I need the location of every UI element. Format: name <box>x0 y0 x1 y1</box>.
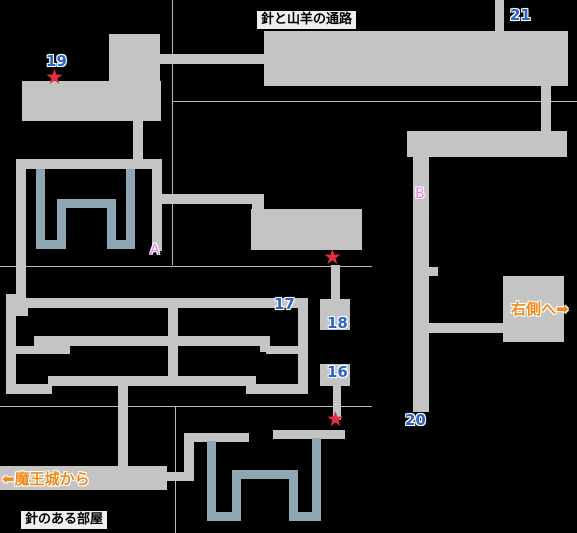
corridor-east-room-step <box>252 194 264 212</box>
room-point-16 <box>320 364 350 386</box>
room-goat-passage <box>264 31 568 86</box>
point-label-21: 21 <box>510 6 531 24</box>
water-channel <box>289 512 321 521</box>
corridor-right-nub <box>428 267 438 276</box>
divider-line <box>0 406 372 407</box>
corridor-right-vertical <box>413 156 429 412</box>
exit-right-label: 右側へ <box>511 300 557 318</box>
corridor-maze-exit-south <box>118 384 128 470</box>
corridor-maze-row3 <box>12 346 70 354</box>
arrow-right-icon: ➡ <box>556 300 569 318</box>
corridor-bottom-link <box>167 472 194 481</box>
divider-line <box>175 406 176 533</box>
water-channel <box>207 512 241 521</box>
water-channel <box>232 470 241 521</box>
corridor-left-loop-east <box>152 159 162 251</box>
marker-a: A <box>150 242 160 258</box>
corridor-maze-nub <box>6 308 28 316</box>
water-channel <box>36 240 66 249</box>
water-channel <box>36 169 45 249</box>
corridor-left-loop-top <box>16 159 162 169</box>
corridor-to-east-room <box>152 194 264 204</box>
exit-right: 右側へ➡ <box>511 300 569 318</box>
corridor-bottom-west <box>184 433 194 481</box>
corridor-down-from-19 <box>133 120 143 162</box>
room-upper-left-tower <box>109 34 160 86</box>
divider-line <box>172 0 173 265</box>
exit-left-label: 魔王城から <box>14 470 90 488</box>
corridor-maze-row2-stub <box>266 346 298 354</box>
corridor-maze-east <box>298 298 308 394</box>
corridor-maze-bottom-east <box>246 384 308 394</box>
corridor-to-right-exit <box>428 323 506 333</box>
corridor-from-16 <box>333 384 341 420</box>
water-channel <box>107 240 135 249</box>
point-label-17: 17 <box>274 295 295 313</box>
corridor-top-right-exit <box>495 0 504 32</box>
point-label-19: 19 <box>46 52 67 70</box>
corridor-left-loop-west <box>16 159 26 299</box>
corridor-maze-row2 <box>34 336 270 346</box>
room-east-block <box>251 209 362 250</box>
point-label-16: 16 <box>327 363 348 381</box>
room-right-exit <box>503 276 564 342</box>
corridor-down-from-goat <box>541 85 551 132</box>
arrow-left-icon: ⬅ <box>2 470 15 488</box>
corridor-maze-row4 <box>48 376 256 386</box>
water-channel <box>57 199 116 208</box>
star-icon: ★ <box>45 65 64 89</box>
star-icon: ★ <box>326 407 345 431</box>
point-label-18: 18 <box>327 314 348 332</box>
corridor-maze-west <box>6 294 16 394</box>
water-channel <box>107 199 116 249</box>
corridor-maze-top <box>16 298 308 308</box>
corridor-maze-bottom-west <box>6 384 52 394</box>
star-icon: ★ <box>323 245 342 269</box>
water-channel <box>312 438 321 521</box>
water-channel <box>126 169 135 249</box>
water-channel <box>207 441 216 521</box>
corridor-bottom-top-right <box>273 430 345 439</box>
room-point-18 <box>320 299 350 330</box>
marker-b: B <box>415 186 425 202</box>
label-needle-goat-passage: 針と山羊の通路 <box>257 11 357 29</box>
room-point-19 <box>22 81 161 121</box>
room-needle-hall <box>0 466 167 490</box>
label-needle-room: 針のある部屋 <box>21 511 108 529</box>
divider-line <box>172 101 577 102</box>
water-channel <box>232 470 298 479</box>
water-channel <box>57 199 66 249</box>
water-channel <box>289 470 298 521</box>
corridor-to-18 <box>331 265 340 301</box>
divider-line <box>0 266 372 267</box>
point-label-20: 20 <box>405 411 426 429</box>
exit-left: ⬅魔王城から <box>2 470 90 488</box>
room-right-hall <box>407 131 567 157</box>
corridor-upper-link <box>159 54 265 64</box>
corridor-maze-row2-drop <box>260 336 270 352</box>
corridor-bottom-top-left <box>184 433 249 442</box>
